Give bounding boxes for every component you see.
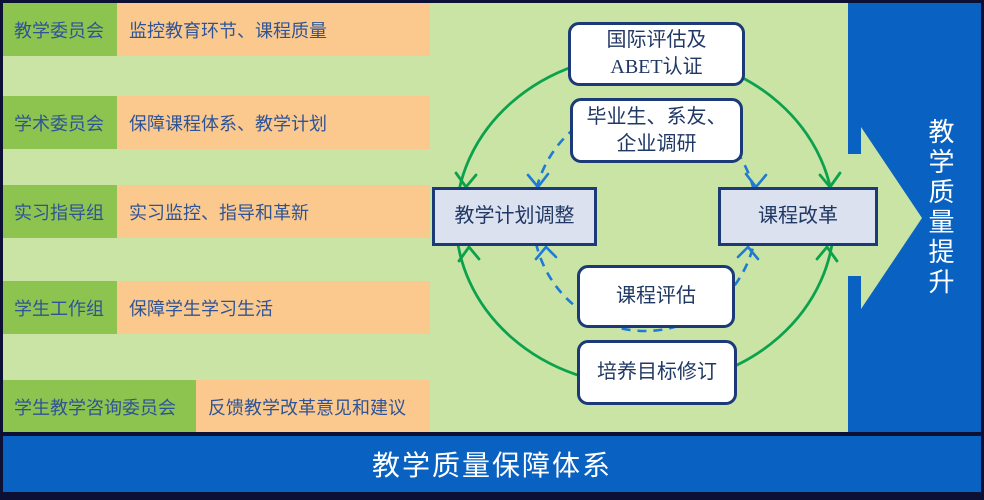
box-line: ABET认证 xyxy=(610,56,703,78)
committee-row: 学生教学咨询委员会 反馈教学改革意见和建议 xyxy=(3,380,430,433)
row-desc-cell: 监控教育环节、课程质量 xyxy=(117,3,430,56)
row-label: 教学委员会 xyxy=(14,20,104,41)
box-line: 课程改革 xyxy=(758,205,838,227)
footer-title: 教学质量保障体系 xyxy=(371,451,612,482)
box-course-reform: 课程改革 xyxy=(718,187,878,246)
row-desc: 保障课程体系、教学计划 xyxy=(129,113,327,134)
row-desc-cell: 实习监控、指导和革新 xyxy=(117,185,430,238)
row-label-cell: 学生工作组 xyxy=(3,281,117,334)
row-desc: 实习监控、指导和革新 xyxy=(129,202,309,223)
box-line: 培养目标修订 xyxy=(597,361,717,383)
box-objective-revision: 培养目标修订 xyxy=(577,340,737,405)
row-desc: 保障学生学习生活 xyxy=(129,298,273,319)
row-label-cell: 实习指导组 xyxy=(3,185,117,238)
row-desc: 监控教育环节、课程质量 xyxy=(129,20,327,41)
box-graduate-survey: 毕业生、系友、 企业调研 xyxy=(570,98,743,163)
row-label-cell: 教学委员会 xyxy=(3,3,117,56)
committee-row: 学生工作组 保障学生学习生活 xyxy=(3,281,430,334)
box-line: 课程评估 xyxy=(616,285,696,307)
committee-row: 学术委员会 保障课程体系、教学计划 xyxy=(3,96,430,149)
row-label: 学术委员会 xyxy=(14,113,104,134)
footer-divider xyxy=(3,432,981,436)
row-label-cell: 学生教学咨询委员会 xyxy=(3,380,196,433)
row-label: 实习指导组 xyxy=(14,202,104,223)
committee-row: 教学委员会 监控教育环节、课程质量 xyxy=(3,3,430,56)
row-desc: 反馈教学改革意见和建议 xyxy=(208,397,406,418)
box-line: 毕业生、系友、 xyxy=(586,105,727,128)
row-desc-cell: 保障学生学习生活 xyxy=(117,281,430,334)
footer-bar: 教学质量保障体系 xyxy=(3,436,981,492)
box-line: 国际评估及 xyxy=(606,29,707,51)
row-label: 学生工作组 xyxy=(14,298,104,319)
row-desc-cell: 反馈教学改革意见和建议 xyxy=(196,380,430,433)
box-line: 企业调研 xyxy=(616,132,697,155)
row-label-cell: 学术委员会 xyxy=(3,96,117,149)
box-line: 教学计划调整 xyxy=(454,205,575,227)
right-panel-title: 教学质量提升 xyxy=(925,118,954,298)
box-plan-adjustment: 教学计划调整 xyxy=(432,187,597,246)
box-course-evaluation: 课程评估 xyxy=(577,265,735,328)
committee-row: 实习指导组 实习监控、指导和革新 xyxy=(3,185,430,238)
row-label: 学生教学咨询委员会 xyxy=(14,397,176,418)
box-international-assessment: 国际评估及 ABET认证 xyxy=(568,22,745,86)
row-desc-cell: 保障课程体系、教学计划 xyxy=(117,96,430,149)
